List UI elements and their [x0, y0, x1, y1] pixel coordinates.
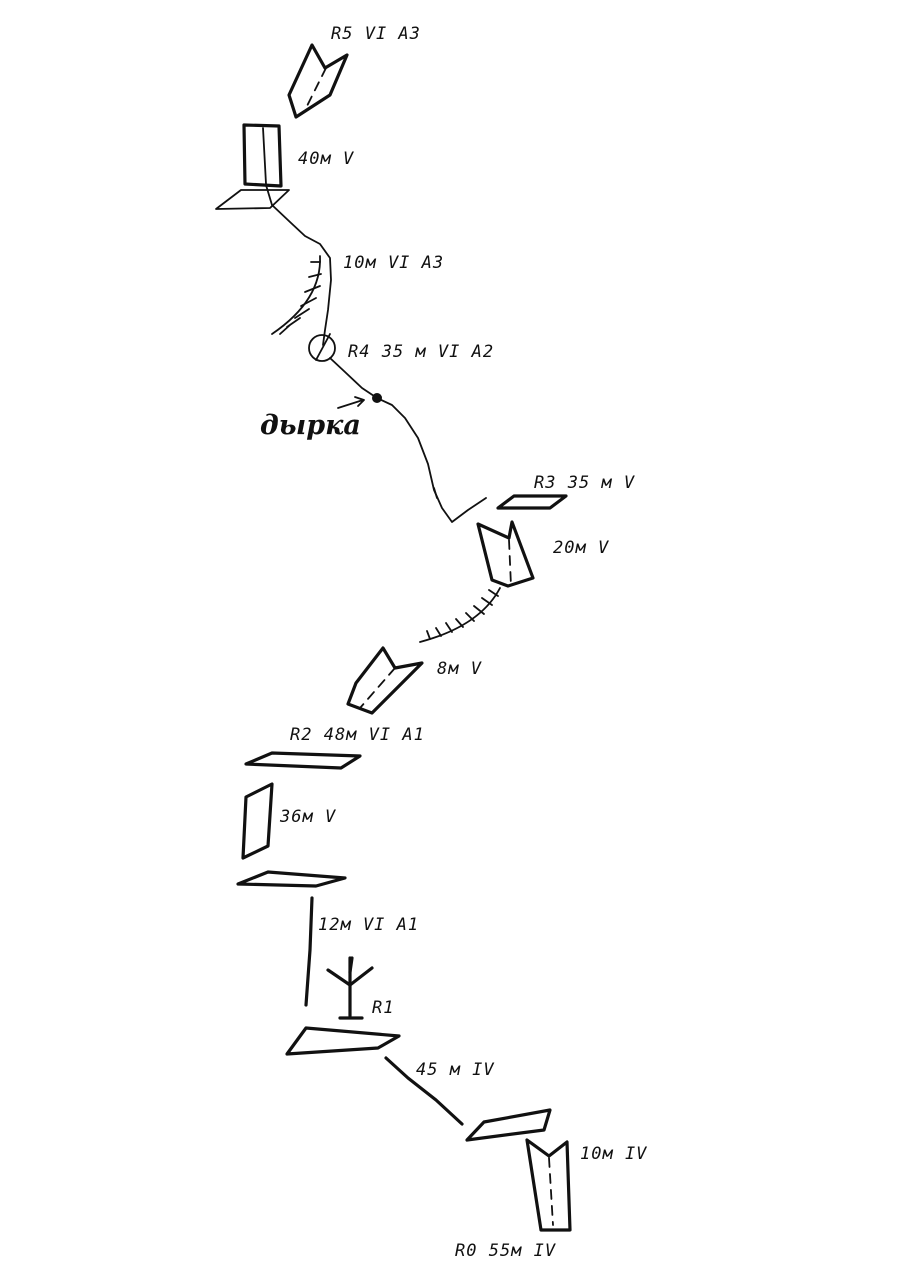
- route-line-middle: [329, 357, 487, 523]
- ledge-symbol: [465, 1108, 552, 1142]
- tree-icon: [326, 956, 374, 1020]
- route-line-45m: [384, 1056, 464, 1126]
- label-36m: 36м V: [279, 807, 336, 827]
- label-r3: R3 35 м V: [534, 473, 635, 493]
- chimney-symbol-36m: [241, 782, 274, 860]
- ledge-symbol: [215, 189, 290, 210]
- overhang-symbol-upper: [271, 255, 322, 335]
- chimney-symbol-40m: [242, 123, 283, 188]
- label-10m-vi-a3: 10м VI A3: [343, 253, 444, 273]
- overhang-symbol-middle: [419, 587, 501, 643]
- ledge-symbol-r1: [285, 1026, 401, 1056]
- label-20m: 20м V: [553, 538, 609, 558]
- ledge-symbol-r2: [244, 751, 362, 770]
- ledge-symbol: [236, 870, 347, 888]
- dihedral-symbol-8m: [346, 646, 424, 715]
- label-r2: R2 48м VI A1: [290, 725, 425, 745]
- label-12m: 12м VI A1: [318, 915, 419, 935]
- label-10m-iv: 10м IV: [580, 1144, 647, 1164]
- label-r4: R4 35 м VI A2: [348, 342, 494, 362]
- label-r5: R5 VI A3: [331, 24, 421, 44]
- dihedral-symbol-20m: [476, 520, 535, 588]
- label-45m: 45 м IV: [416, 1060, 495, 1080]
- label-40m: 40м V: [298, 149, 354, 169]
- arrow-icon: [337, 396, 365, 409]
- ledge-symbol-r3: [496, 494, 568, 510]
- label-hole: дырка: [260, 410, 361, 441]
- label-8m: 8м V: [437, 659, 482, 679]
- label-r1: R1: [372, 998, 394, 1018]
- route-line-upper: [265, 184, 332, 346]
- label-r0: R0 55м IV: [455, 1241, 556, 1261]
- route-tick: [433, 487, 438, 499]
- hole-marker: [372, 393, 382, 403]
- route-line-12m: [304, 896, 314, 1007]
- dihedral-symbol-10m: [525, 1138, 572, 1232]
- belay-symbol-r4: [308, 333, 336, 362]
- dihedral-symbol-r5: [287, 43, 349, 119]
